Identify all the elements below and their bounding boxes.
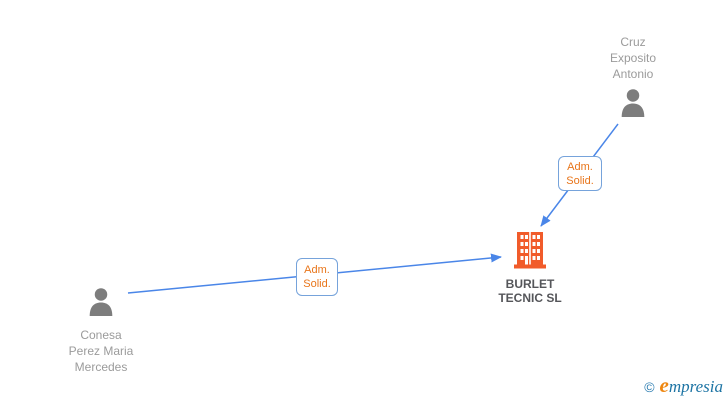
person-icon[interactable] [87,288,115,321]
node-person-left[interactable]: Conesa Perez Maria Mercedes [51,288,151,375]
brand-initial: e [659,373,669,397]
building-icon[interactable] [514,232,546,274]
edge-label-adm-solid: Adm. Solid. [558,156,602,191]
person-name-line: Antonio [612,67,654,81]
edge-label-line: Adm. [304,264,330,276]
edge-label-line: Adm. [567,160,593,173]
person-name-line: Exposito [609,51,657,65]
brand-name: mpresia [668,377,723,396]
edge-label-adm-solid: Adm. Solid. [296,258,338,296]
company-name-line: BURLET [505,277,555,291]
company-name-line: TECNIC SL [498,291,562,305]
person-name-line: Conesa [80,328,122,342]
edge-label-line: Solid. [303,278,331,290]
node-person-top[interactable]: Cruz Exposito Antonio [588,34,678,117]
person-name-line: Mercedes [74,360,128,374]
node-company[interactable]: BURLET TECNIC SL [485,232,575,305]
edge-label-line: Solid. [566,174,594,187]
person-name-line: Cruz [620,35,646,49]
person-icon[interactable] [619,89,647,122]
person-name-line: Perez Maria [68,344,134,358]
empresia-logo[interactable]: © e mpresia [644,375,723,396]
copyright-icon: © [644,379,655,395]
